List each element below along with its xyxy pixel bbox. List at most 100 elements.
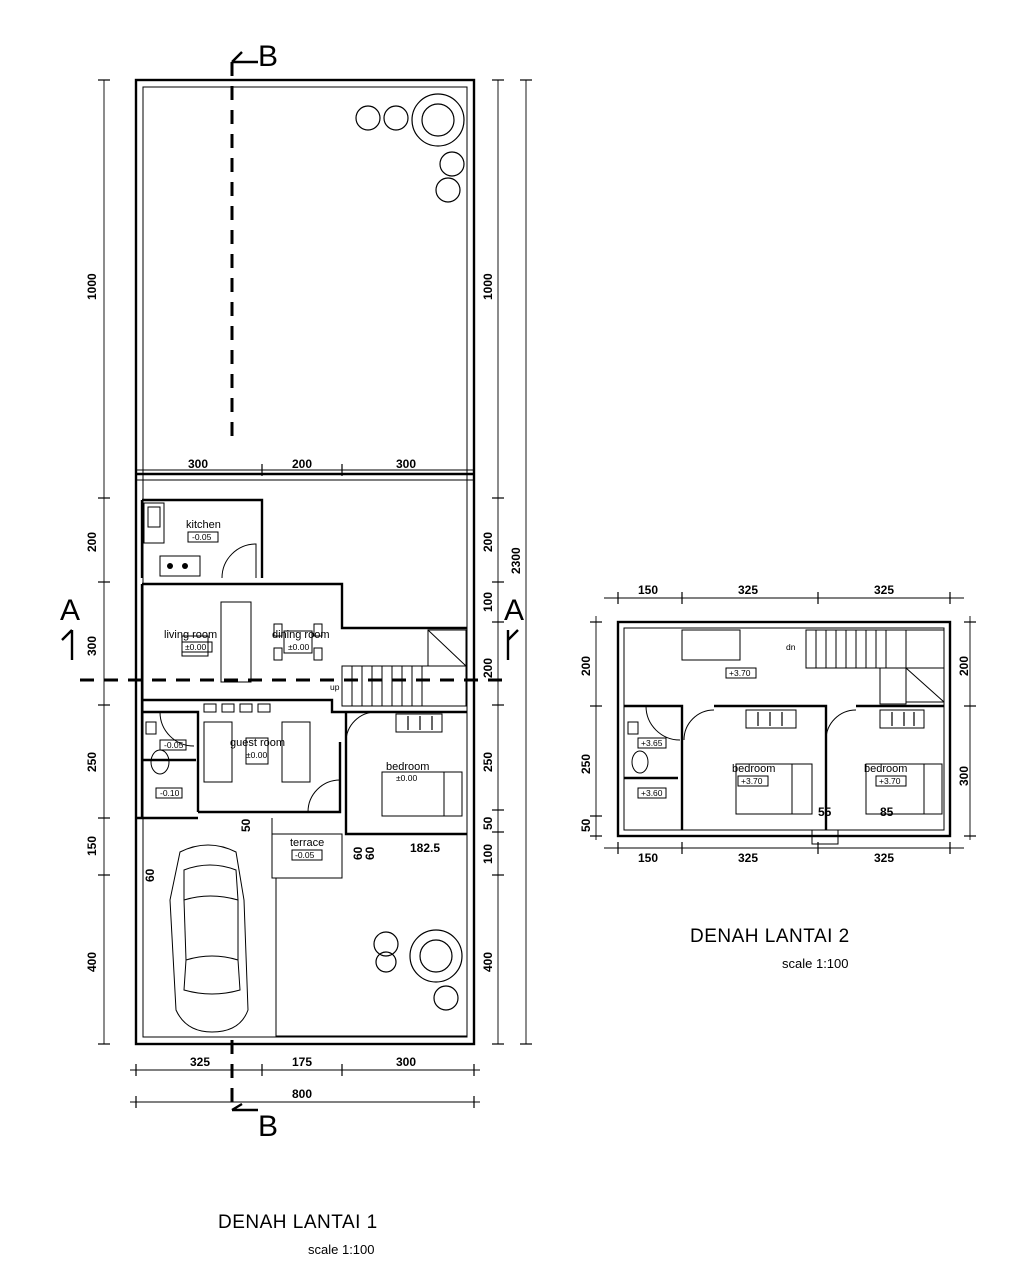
floor1-bath-sink: [145, 721, 157, 735]
f1-dim-60c: 60: [363, 846, 377, 860]
f1-dim-right-3: 100: [481, 592, 495, 612]
section-a-arrow-left: [61, 629, 74, 660]
floor2-plan: [590, 592, 976, 854]
floor2-hall-elev-box: [725, 667, 757, 679]
f2-dim-left-1: 200: [579, 656, 593, 676]
dining-room-elev: ±0.00: [288, 642, 309, 652]
floor1-bedroom-elev: ±0.00: [396, 773, 417, 783]
floor1-garden-border: [275, 878, 467, 1037]
f2-dim-top-2: 325: [738, 583, 758, 597]
floor1-kitchen-sink: [143, 502, 165, 544]
f1-dim-right-6: 50: [481, 816, 495, 830]
f1-dim-bottom-total: 800: [292, 1087, 312, 1101]
f2-dim-top-1: 150: [638, 583, 658, 597]
terrace-elev-box: [291, 849, 323, 861]
floor1-guest-sofa-1: [203, 721, 233, 783]
floor1-site-boundary: [134, 78, 476, 1046]
section-a-arrow-right: [506, 629, 519, 660]
bath2-elev-box: [155, 787, 183, 799]
tree-icon-frontyard: [373, 929, 463, 1011]
section-b-marker-top: B: [258, 40, 278, 73]
floor1-living-bottom-wall: [142, 698, 467, 714]
floor2-bath-elev-2: +3.60: [641, 788, 663, 798]
floor1-guest-sofa-2: [281, 721, 311, 783]
floor1-living-sofa: [220, 601, 252, 683]
f1-dim-50: 50: [239, 818, 253, 832]
floor2-hall-elev: +3.70: [729, 668, 751, 678]
floor2-bath-walls: [624, 704, 684, 830]
section-a-marker-right: A: [504, 594, 524, 627]
terrace-elev: -0.05: [295, 850, 315, 860]
floor2-bedroom1-door: [683, 709, 715, 741]
floor2-bed-2-pillow: [923, 763, 943, 815]
floor1-bath-elev-2: -0.10: [160, 788, 180, 798]
f1-dim-top-2: 200: [292, 457, 312, 471]
f1-dim-left-6: 400: [85, 952, 99, 972]
floor1-living-top-wall: [142, 582, 467, 630]
floor1-guest-door: [307, 779, 341, 813]
floor1-bath-door: [159, 711, 195, 747]
floor1-guest-table: [245, 737, 269, 765]
floor1-scale: scale 1:100: [308, 1242, 375, 1257]
car-icon: [169, 844, 249, 1033]
floor1-kitchen-stove: [159, 555, 201, 577]
f1-dim-right-5: 250: [481, 752, 495, 772]
floor1-wardrobe: [395, 713, 443, 733]
f2-dim-left-3: 50: [579, 818, 593, 832]
living-elev-box: [181, 641, 213, 653]
floor2-stair-landing-diag: [905, 667, 945, 703]
guest-room-label: guest room: [230, 737, 285, 749]
bath1-elev-box: [159, 739, 187, 751]
floor2-bedroom2-door: [825, 709, 857, 741]
f1-dim-60b: 60: [351, 846, 365, 860]
floor1-site-inner-line: [142, 86, 468, 1038]
f1-dim-right-1: 1000: [481, 273, 495, 300]
floor2-bedroom1-label: bedroom: [732, 763, 775, 775]
f1-dim-top-3: 300: [396, 457, 416, 471]
section-b-marker-bottom: B: [258, 1110, 278, 1143]
floor2-bedroom2-label: bedroom: [864, 763, 907, 775]
guest-room-elev: ±0.00: [246, 750, 267, 760]
floor2-stair-treads: [815, 630, 887, 668]
kitchen-elev-box: [187, 531, 219, 543]
f1-dim-left-2: 200: [85, 532, 99, 552]
section-a-marker-left: A: [60, 594, 80, 627]
floor1-dining-chair-2: [273, 647, 283, 661]
f1-dim-bottom-1: 325: [190, 1055, 210, 1069]
f1-dim-right-total: 2300: [509, 547, 523, 574]
floor1-stair: [341, 665, 467, 707]
floor2-bedroom1-walls: [714, 704, 828, 830]
f1-dim-right-2: 200: [481, 532, 495, 552]
f2-dim-left-2: 250: [579, 754, 593, 774]
section-b-arrow-top: [231, 51, 258, 64]
f2-dim-right-1: 200: [957, 656, 971, 676]
dining-room-label: dining room: [272, 629, 329, 641]
floor1-title: DENAH LANTAI 1: [218, 1212, 378, 1233]
f2-dim-bottom-2: 325: [738, 851, 758, 865]
floor1-kitchen-walls: [140, 498, 264, 578]
f1-dim-bottom-2: 175: [292, 1055, 312, 1069]
floor1-dimension-lines: [98, 79, 532, 1108]
floor2-stair-void: [879, 667, 907, 705]
floor1-kitchen-sink-bowl: [147, 506, 161, 528]
section-b-arrow-bottom: [231, 1102, 258, 1112]
f1-dim-top-1: 300: [188, 457, 208, 471]
floor1-bedroom-walls: [344, 712, 467, 836]
floor2-wardrobe-2: [879, 709, 925, 729]
f1-dim-182-5: 182.5: [410, 841, 440, 855]
floor1-bed-pillow: [443, 771, 463, 817]
f2-dim-top-3: 325: [874, 583, 894, 597]
living-room-label: living room: [164, 629, 217, 641]
f1-dim-right-7: 100: [481, 844, 495, 864]
floor2-bedroom2-elev: +3.70: [879, 776, 901, 786]
floor2-bath-elev-1: +3.65: [641, 738, 663, 748]
floor2-column: [811, 829, 839, 845]
floor2-inner-wall: [623, 627, 945, 831]
floor2-bath2-elev-box: [637, 787, 667, 799]
floor2-bedroom2-elev-box: [875, 775, 907, 787]
floor2-bath-door: [645, 705, 681, 741]
f1-dim-left-5: 150: [85, 836, 99, 856]
floor2-stair-dn-label: dn: [786, 642, 796, 652]
f2-dim-55: 55: [818, 805, 832, 819]
